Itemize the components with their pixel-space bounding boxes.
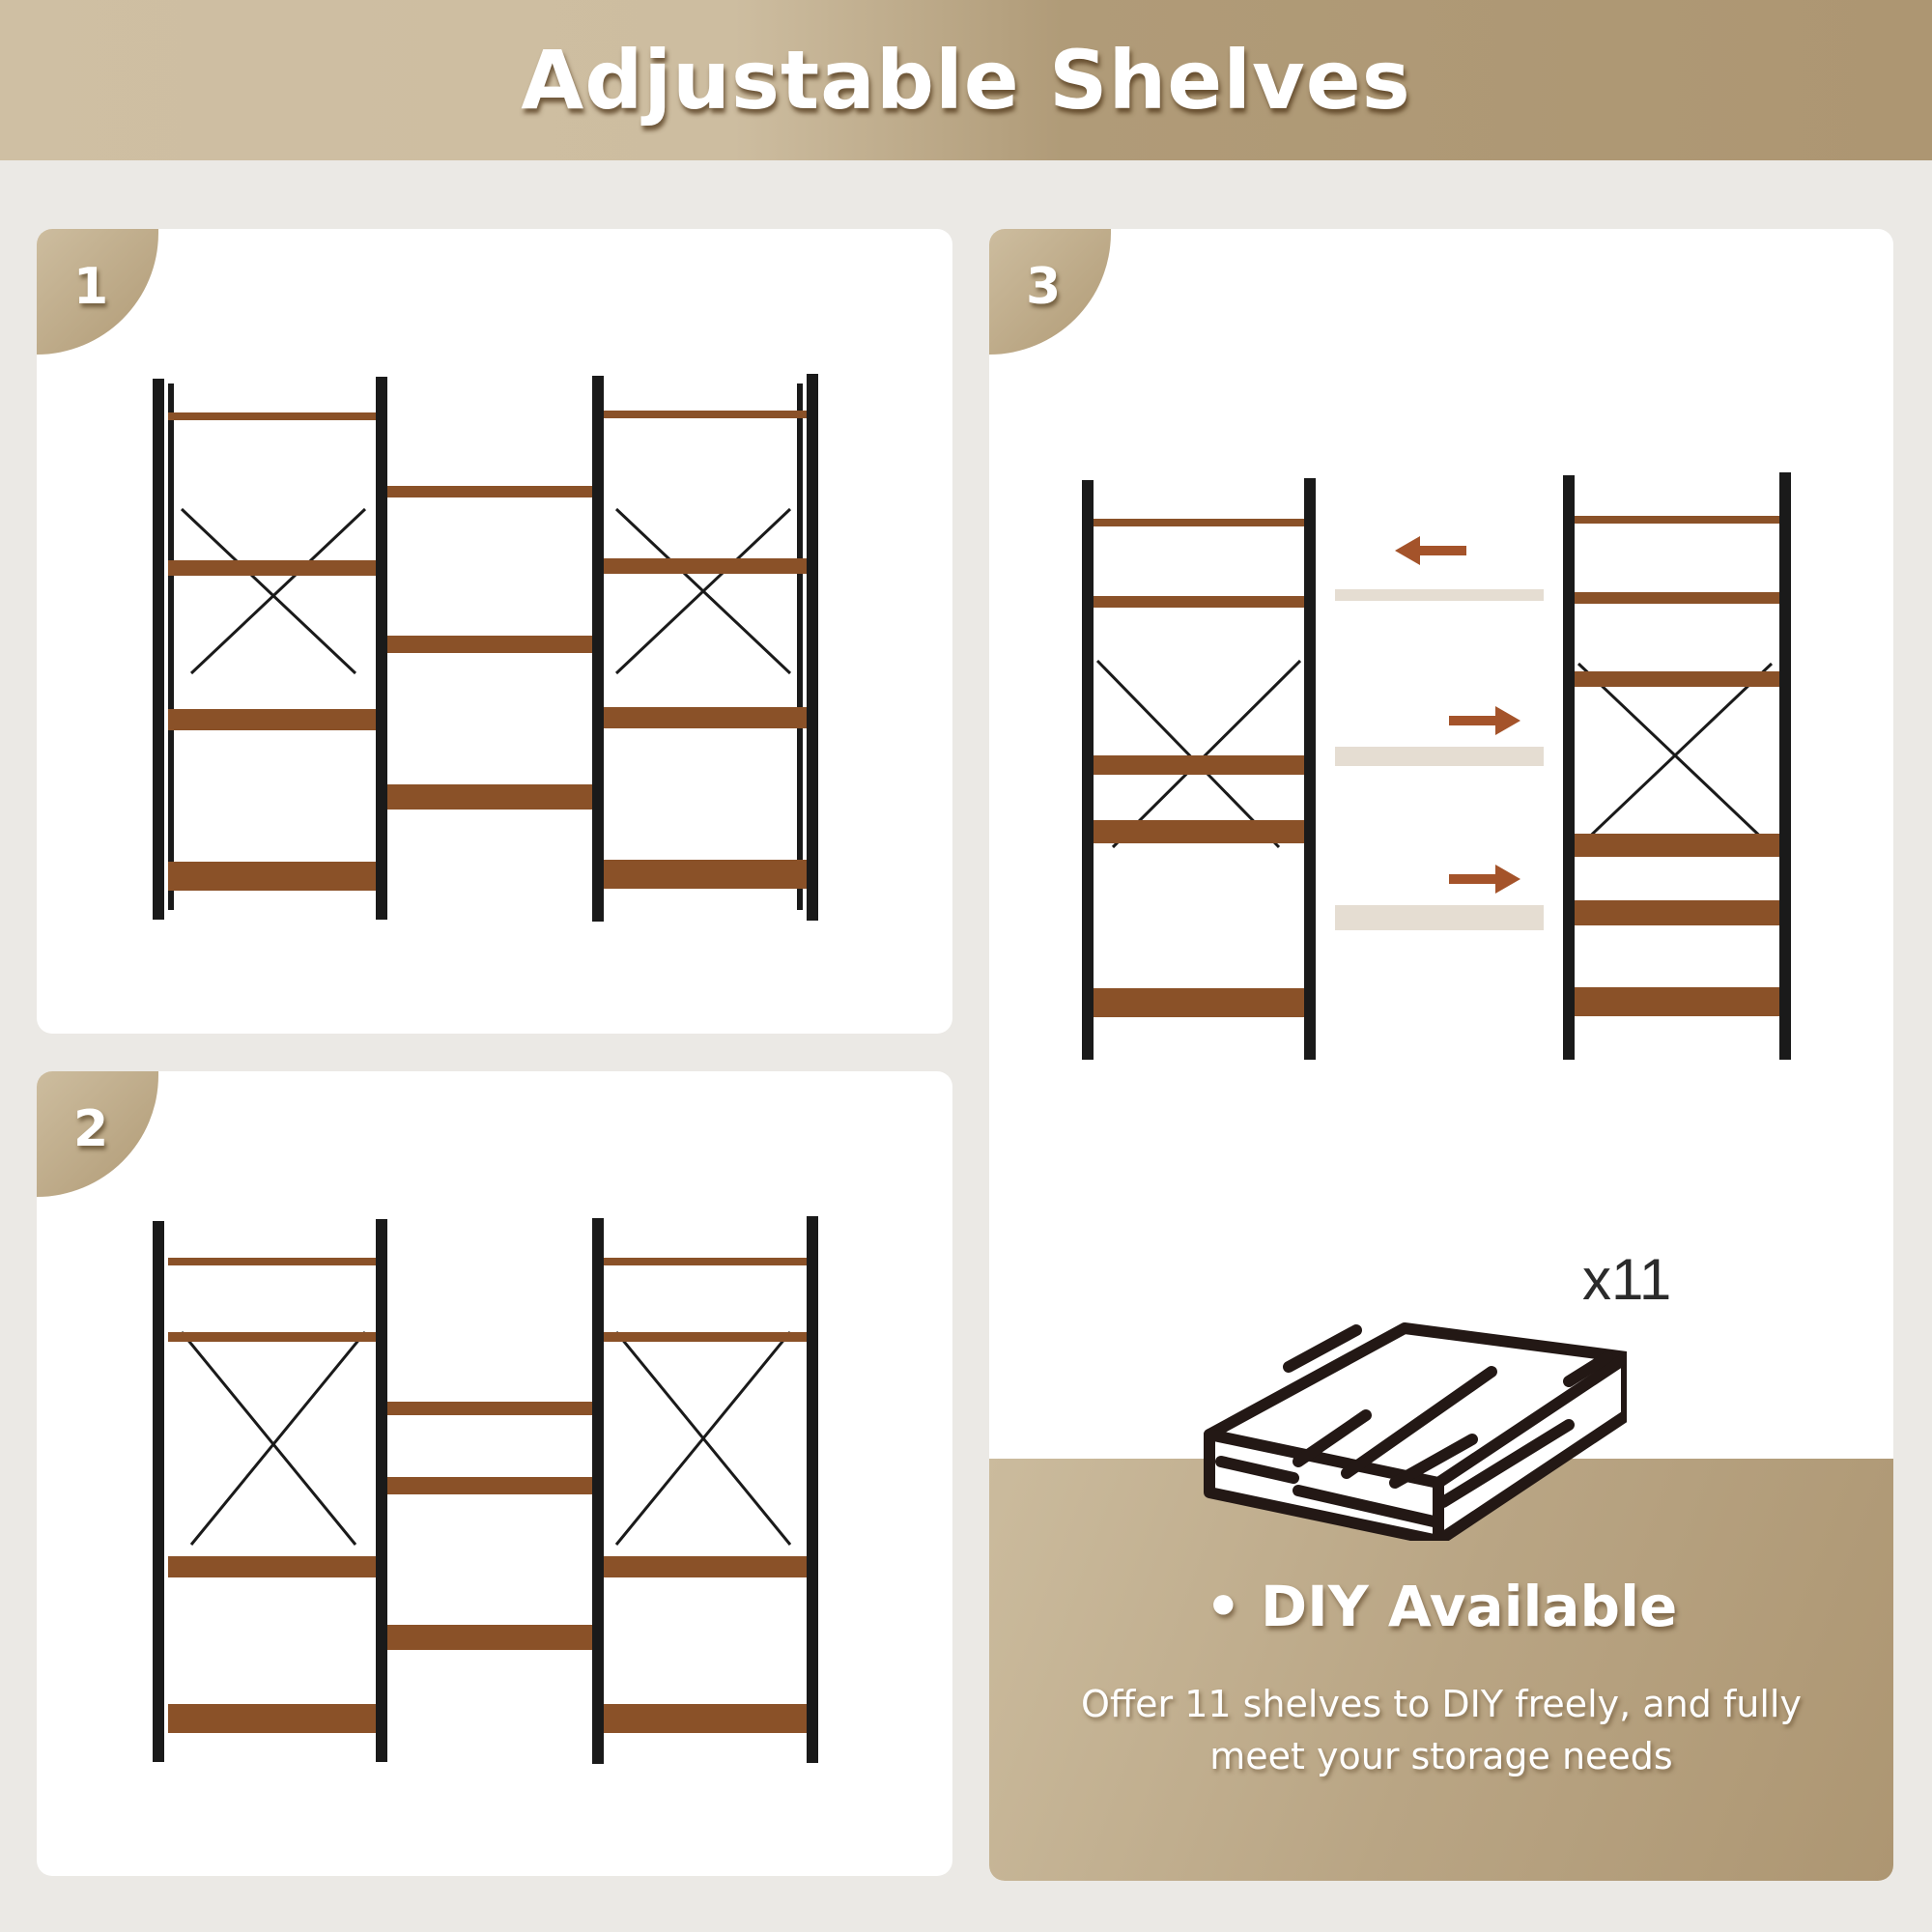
panel-config-3: 3 x11: [989, 229, 1893, 1881]
wood-plank-icon: [1204, 1322, 1627, 1541]
panel-config-1: 1: [37, 229, 952, 1034]
bookshelf-illustration-2: [153, 1216, 818, 1764]
header-banner: Adjustable Shelves: [0, 0, 1932, 160]
step-badge-2: 2: [37, 1071, 158, 1197]
diy-title: • DIY Available: [1205, 1574, 1678, 1639]
arrow-icons: [1395, 536, 1520, 894]
diy-description: Offer 11 shelves to DIY freely, and full…: [1081, 1683, 1802, 1777]
bookshelf-illustration-3: [1082, 472, 1791, 1060]
bookshelf-illustration-1: [153, 374, 818, 922]
panel-config-2: 2: [37, 1071, 952, 1876]
page-title: Adjustable Shelves: [521, 33, 1411, 128]
step-badge-1: 1: [37, 229, 158, 355]
shelf-count-label: x11: [1582, 1247, 1672, 1312]
